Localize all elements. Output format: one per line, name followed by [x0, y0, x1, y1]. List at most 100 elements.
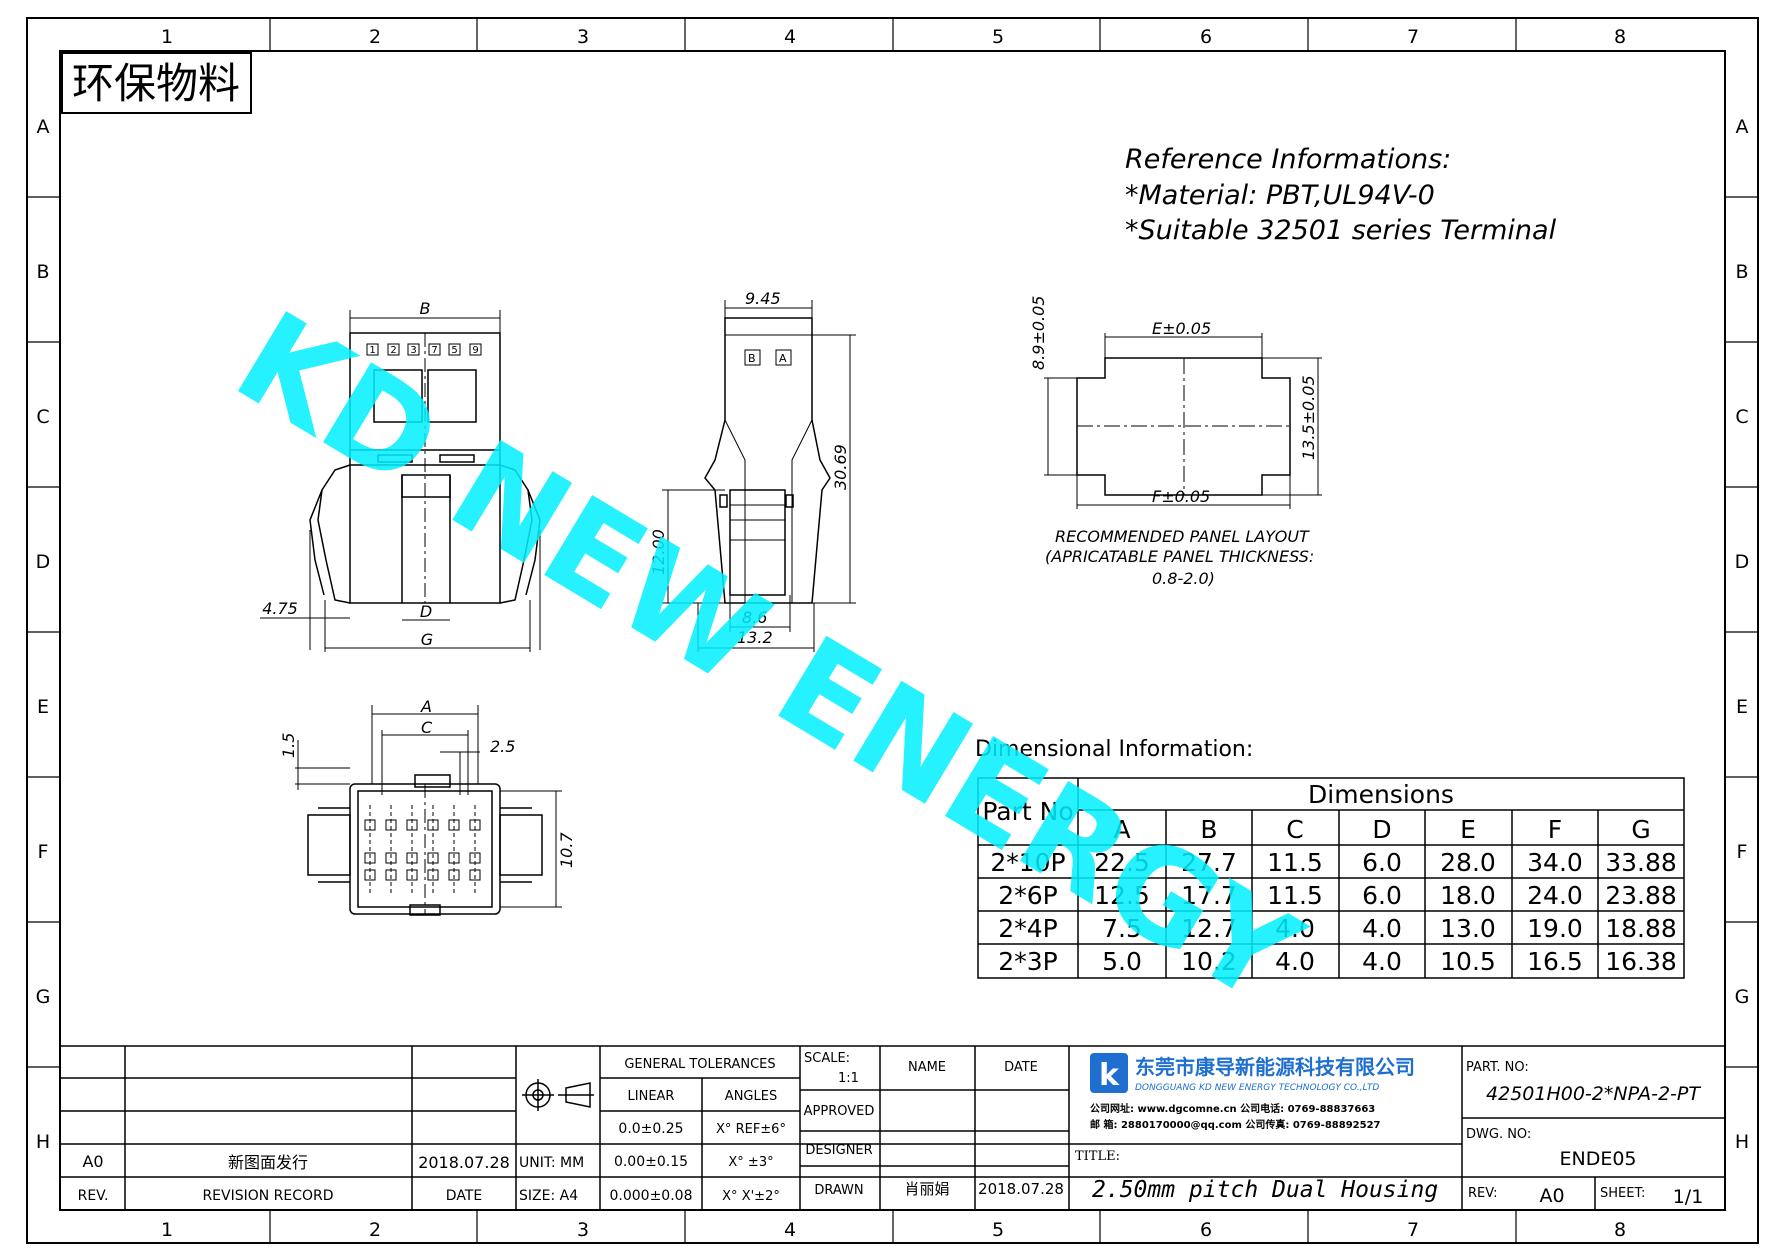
linear-tol-1: 0.0±0.25 [618, 1121, 683, 1137]
part-no-value: 42501H00-2*NPA-2-PT [1486, 1083, 1701, 1105]
dim-row-part: 2*6P [998, 881, 1057, 910]
scale-value: 1:1 [838, 1071, 859, 1086]
row-label-left: H [36, 1131, 50, 1153]
stamp-text: 环保物料 [72, 59, 240, 108]
dim-cell: 4.0 [1362, 914, 1402, 943]
dim-cell: 5.0 [1102, 947, 1142, 976]
dim-30-69: 30.69 [831, 444, 850, 490]
dim-table-group-header: Dimensions [1308, 780, 1454, 809]
dim-label-g: G [421, 630, 433, 649]
approved-label: APPROVED [804, 1104, 875, 1119]
cavity-number: 3 [410, 345, 416, 356]
front-view [260, 310, 541, 652]
dim-e: E±0.05 [1152, 319, 1211, 338]
side-view-labels: 9.45 30.69 12.00 8.6 13.2 B A [649, 289, 850, 647]
dim-8-9: 8.9±0.05 [1029, 296, 1048, 370]
dim-cell: 13.0 [1440, 914, 1496, 943]
col-label-bottom: 4 [784, 1219, 796, 1241]
dwg-no-label: DWG. NO: [1466, 1127, 1531, 1142]
bottom-view [295, 705, 562, 916]
panel-labels: E±0.05 F±0.05 8.9±0.05 13.5±0.05 RECOMME… [1029, 296, 1318, 588]
cavity-number: 2 [390, 345, 396, 356]
dim-cell: 28.0 [1440, 848, 1496, 877]
front-view-dims: B D G 4.75 [262, 299, 433, 649]
rev-box-value: A0 [1539, 1185, 1564, 1207]
dim-13-5: 13.5±0.05 [1299, 375, 1318, 460]
dim-cell: 11.5 [1267, 881, 1323, 910]
dim-table-col: D [1372, 815, 1391, 844]
row-label-left: F [38, 841, 49, 863]
designer-label: DESIGNER [805, 1143, 872, 1158]
rev-label: REV. [78, 1188, 109, 1204]
row-label-right: C [1735, 406, 1748, 428]
dim-cell: 22.5 [1094, 848, 1150, 877]
dim-row-part: 2*10P [990, 848, 1065, 877]
dim-row-part: 2*4P [998, 914, 1057, 943]
col-label-top: 6 [1200, 26, 1212, 48]
dim-cell: 10.2 [1181, 947, 1237, 976]
row-label-left: D [36, 551, 51, 573]
row-label-left: B [36, 261, 49, 283]
part-no-label: PART. NO: [1466, 1060, 1529, 1075]
rev-value: A0 [82, 1152, 103, 1171]
col-label-bottom: 6 [1200, 1219, 1212, 1241]
dim-cell: 19.0 [1527, 914, 1583, 943]
linear-tol-3: 0.000±0.08 [610, 1188, 693, 1204]
title-block [60, 1045, 1725, 1210]
unit-label: UNIT: MM [519, 1155, 584, 1171]
row-label-right: E [1736, 696, 1748, 718]
cavity-number: 1 [369, 345, 375, 356]
sheet-value: 1/1 [1673, 1186, 1704, 1208]
revision-date-value: 2018.07.28 [418, 1153, 510, 1172]
company-logo-icon: k [1090, 1053, 1128, 1093]
drawn-name: 肖丽娟 [904, 1180, 949, 1198]
dim-table-col: A [1113, 815, 1130, 844]
company-contact-2: 邮 箱: 2880170000@qq.com 公司传真: 0769-888925… [1090, 1118, 1381, 1131]
dim-cell: 11.5 [1267, 848, 1323, 877]
dim-cell: 6.0 [1362, 848, 1402, 877]
svg-text:k: k [1099, 1058, 1120, 1093]
side-box-a: A [779, 352, 787, 365]
row-label-right: A [1736, 116, 1749, 138]
dim-label-c: C [421, 718, 433, 737]
dim-cell: 27.7 [1181, 848, 1237, 877]
revision-record-value: 新图面发行 [228, 1153, 308, 1172]
dim-cell: 18.0 [1440, 881, 1496, 910]
dim-table-part-no-header: Part No [982, 797, 1073, 826]
row-label-right: G [1735, 986, 1750, 1008]
eco-material-stamp: 环保物料 [61, 52, 252, 114]
linear-tol-2: 0.00±0.15 [614, 1154, 688, 1170]
panel-layout [1044, 333, 1322, 509]
dim-cell: 4.0 [1275, 947, 1315, 976]
title-block-text: A0 新图面发行 2018.07.28 REV. REVISION RECORD… [78, 1051, 1064, 1204]
reference-terminal: *Suitable 32501 series Terminal [1125, 215, 1557, 246]
col-label-bottom: 1 [161, 1219, 173, 1241]
dim-table-col: E [1460, 815, 1476, 844]
col-label-bottom: 5 [992, 1219, 1004, 1241]
frame-labels: 1 2 3 4 5 6 7 8 1 2 3 4 5 6 7 8 A B C D … [36, 26, 1750, 1241]
drawing-title: 2.50mm pitch Dual Housing [1092, 1177, 1438, 1203]
angle-tol-1: X° REF±6° [716, 1122, 786, 1137]
dim-table-col: C [1286, 815, 1303, 844]
dim-table-title: Dimensional Information: [975, 737, 1253, 762]
company-info: 东莞市康导新能源科技有限公司 DONGGUANG KD NEW ENERGY T… [1090, 1055, 1415, 1131]
dim-1-5: 1.5 [279, 733, 298, 758]
reference-title: Reference Informations: [1125, 144, 1451, 175]
dim-table-col: F [1548, 815, 1562, 844]
dimension-table [977, 777, 1685, 979]
dim-cell: 12.7 [1181, 914, 1237, 943]
side-view [662, 300, 856, 652]
drawn-label: DRAWN [814, 1183, 863, 1198]
col-label-top: 1 [161, 26, 173, 48]
title-label: TITLE: [1075, 1149, 1120, 1164]
dim-label-a: A [420, 697, 432, 716]
dim-cell: 12.5 [1094, 881, 1150, 910]
dim-f: F±0.05 [1152, 487, 1210, 506]
col-label-bottom: 3 [577, 1219, 589, 1241]
scale-label: SCALE: [804, 1051, 850, 1066]
part-info: PART. NO: 42501H00-2*NPA-2-PT DWG. NO: E… [1466, 1060, 1703, 1208]
sheet-frame [26, 17, 1759, 1244]
cavity-number: 7 [431, 345, 437, 356]
col-label-top: 2 [369, 26, 381, 48]
rev-box-label: REV: [1468, 1186, 1497, 1201]
